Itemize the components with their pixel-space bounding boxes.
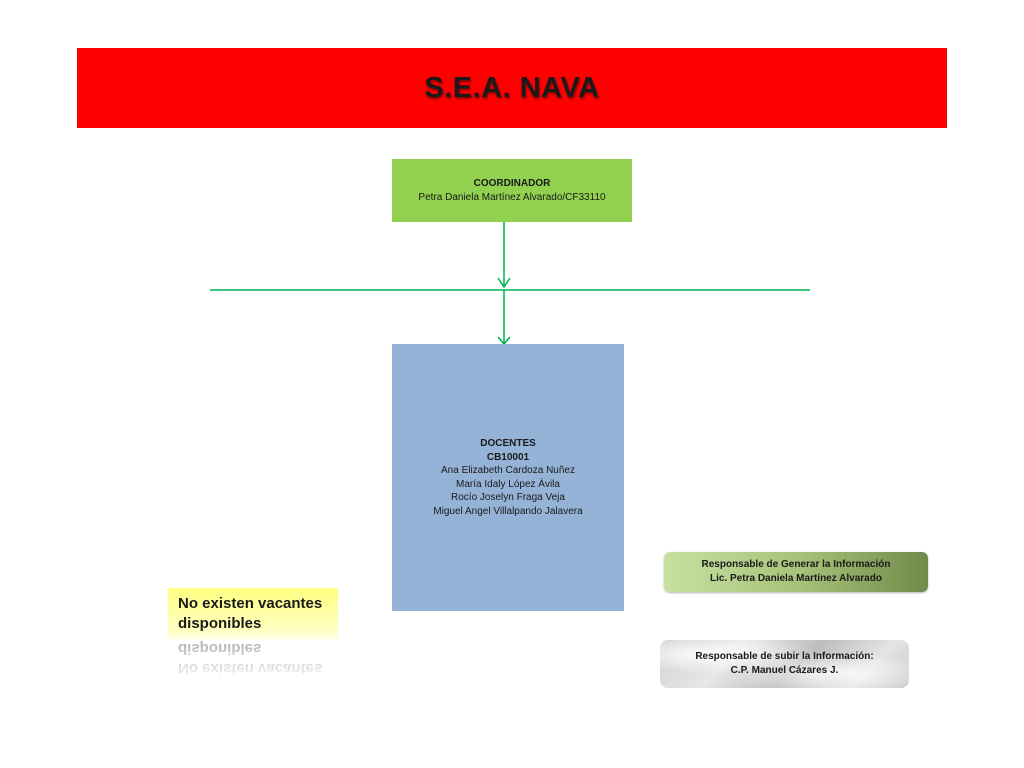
responsable-generar-name: Lic. Petra Daniela Martínez Alvarado	[710, 573, 882, 584]
coordinador-name: Petra Daniela Martínez Alvarado/CF33110	[418, 191, 606, 203]
connector-top-arrowhead	[497, 277, 511, 289]
responsable-generar-box: Responsable de Generar la Información Li…	[664, 552, 928, 592]
coordinador-box: COORDINADOR Petra Daniela Martínez Alvar…	[392, 159, 632, 222]
responsable-subir-name: C.P. Manuel Cázares J.	[730, 665, 839, 676]
docente-name: María Idaly López Ávila	[456, 478, 560, 490]
docente-name: Miguel Angel Villalpando Jalavera	[433, 505, 583, 517]
responsable-subir-label: Responsable de subir la Información:	[695, 651, 874, 662]
page-title: S.E.A. NAVA	[424, 71, 600, 104]
vacantes-reflection-line1: No existen vacantes	[178, 660, 323, 677]
responsable-subir-box: Responsable de subir la Información: C.P…	[660, 640, 909, 688]
docentes-box: DOCENTES CB10001 Ana Elizabeth Cardoza N…	[392, 344, 624, 611]
vacantes-line2: disponibles	[178, 615, 262, 632]
vacantes-reflection-line2: disponibles	[178, 640, 262, 657]
vacantes-box: No existen vacantes disponibles	[168, 588, 338, 640]
docente-name: Rocío Joselyn Fraga Veja	[451, 492, 565, 503]
header-banner: S.E.A. NAVA	[77, 48, 947, 128]
docente-name: Ana Elizabeth Cardoza Nuñez	[441, 465, 575, 476]
coordinador-role: COORDINADOR	[473, 177, 551, 189]
vacantes-line1: No existen vacantes	[178, 595, 323, 612]
docentes-role: DOCENTES	[480, 438, 536, 449]
responsable-generar-label: Responsable de Generar la Información	[701, 559, 891, 570]
docentes-code: CB10001	[486, 451, 530, 463]
vacantes-reflection: No existen vacantes disponibles	[168, 640, 338, 684]
